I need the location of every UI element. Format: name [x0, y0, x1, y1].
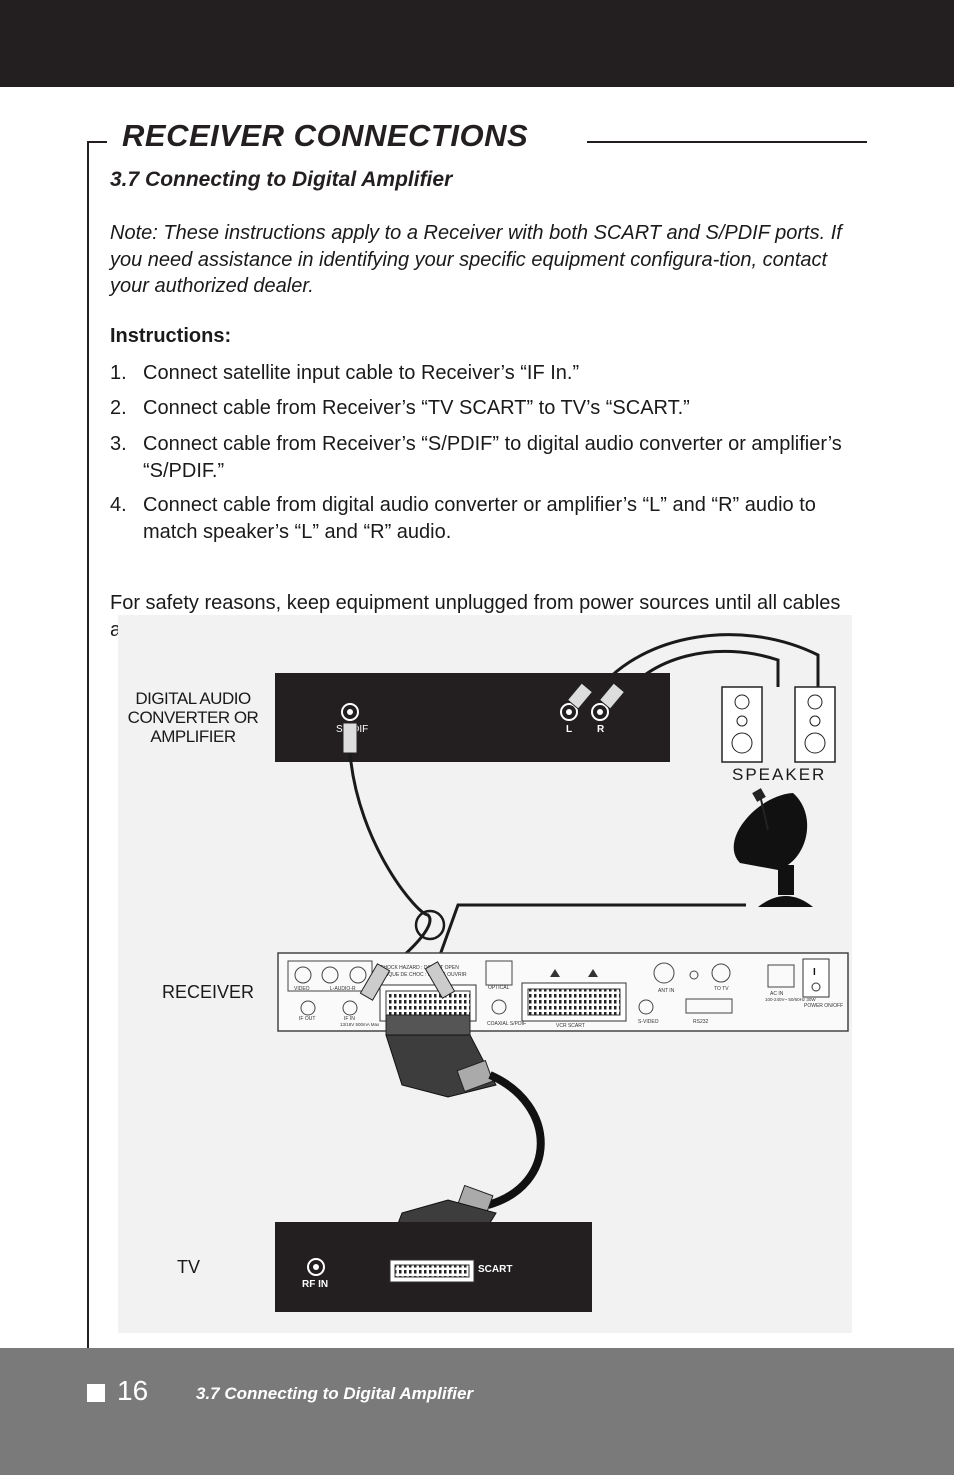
rx-if-out-label: IF OUT — [299, 1016, 315, 1022]
rx-shock-fr-label: RISQUE DE CHOC : NE PAS OUVRIR — [380, 972, 467, 978]
step-text: Connect cable from Receiver’s “TV SCART”… — [143, 397, 690, 419]
if-plug — [424, 961, 456, 999]
amplifier-box — [275, 673, 670, 762]
rx-shock-label: SHOCK HAZARD : DO NOT OPEN — [380, 965, 459, 971]
step-number: 2. — [110, 397, 127, 419]
step-text: Connect satellite input cable to Receive… — [143, 362, 580, 384]
connection-diagram: S/PDIF L R — [118, 615, 852, 1333]
rx-if-in-label: IF IN — [344, 1016, 355, 1022]
rx-to-tv-label: TO TV — [714, 986, 729, 992]
step-text: Connect cable from Receiver’s “S/PDIF” t… — [143, 433, 842, 482]
receiver-label: RECEIVER — [162, 982, 255, 1002]
step-text: Connect cable from digital audio convert… — [143, 494, 816, 543]
section-title: RECEIVER CONNECTIONS — [122, 118, 529, 153]
amp-l-label: L — [566, 724, 572, 735]
subsection-title: 3.7 Connecting to Digital Amplifier — [110, 168, 453, 191]
speaker-right — [794, 686, 836, 763]
tv-rf-in-label: RF IN — [302, 1279, 328, 1290]
page-number: 16 — [117, 1375, 149, 1406]
rx-power-label: POWER ON/OFF — [804, 1003, 843, 1009]
rx-ac-spec-label: 100-240V~ 50/60Hz 30W — [765, 997, 816, 1002]
speaker-label: SPEAKER — [732, 765, 827, 784]
satellite-cable — [438, 903, 746, 956]
left-rule — [87, 142, 89, 1349]
rx-video-label: VIDEO — [294, 986, 310, 992]
tv-label: TV — [177, 1257, 201, 1277]
header-rule-left — [87, 141, 107, 143]
satellite-dish — [733, 788, 813, 907]
scart-plug-receiver — [385, 1014, 497, 1098]
rx-power-mark: I — [813, 967, 816, 978]
speaker-left — [721, 686, 763, 763]
instruction-step: 2. Connect cable from Receiver’s “TV SCA… — [110, 395, 850, 422]
rx-coaxial-label: COAXIAL S/PDIF — [487, 1021, 526, 1027]
rx-rs232-label: RS232 — [693, 1019, 709, 1025]
rx-ac-in-label: AC IN — [770, 991, 784, 997]
instruction-step: 3. Connect cable from Receiver’s “S/PDIF… — [110, 431, 850, 485]
footer: 16 3.7 Connecting to Digital Amplifier — [0, 1348, 954, 1475]
step-number: 1. — [110, 362, 127, 384]
rx-audio-label: L-AUDIO-R — [330, 986, 356, 992]
instruction-step: 1. Connect satellite input cable to Rece… — [110, 360, 850, 387]
rx-vcr-scart-label: VCR SCART — [556, 1023, 585, 1029]
instructions-heading: Instructions: — [110, 325, 232, 347]
rx-optical-label: OPTICAL — [488, 985, 510, 991]
top-bar — [0, 0, 954, 87]
spdif-cable — [348, 752, 432, 979]
rx-ant-in-label: ANT IN — [658, 988, 675, 994]
footer-square-icon — [87, 1384, 105, 1402]
header-rule-right — [587, 141, 867, 143]
step-number: 3. — [110, 433, 127, 455]
rx-if-spec-label: 13/18V 500mA Max — [340, 1022, 380, 1027]
note-paragraph: Note: These instructions apply to a Rece… — [110, 222, 842, 297]
amplifier-label: DIGITAL AUDIO CONVERTER OR AMPLIFIER — [127, 689, 259, 746]
step-number: 4. — [110, 494, 127, 516]
instruction-step: 4. Connect cable from digital audio conv… — [110, 492, 850, 546]
spdif-plug — [359, 963, 391, 1001]
rx-svideo-label: S-VIDEO — [638, 1019, 659, 1025]
footer-title: 3.7 Connecting to Digital Amplifier — [196, 1384, 474, 1403]
diagram-graphic: S/PDIF L R — [118, 615, 852, 1333]
scart-cable — [486, 1071, 545, 1209]
amp-r-label: R — [597, 724, 605, 735]
tv-scart-label: SCART — [478, 1264, 512, 1275]
